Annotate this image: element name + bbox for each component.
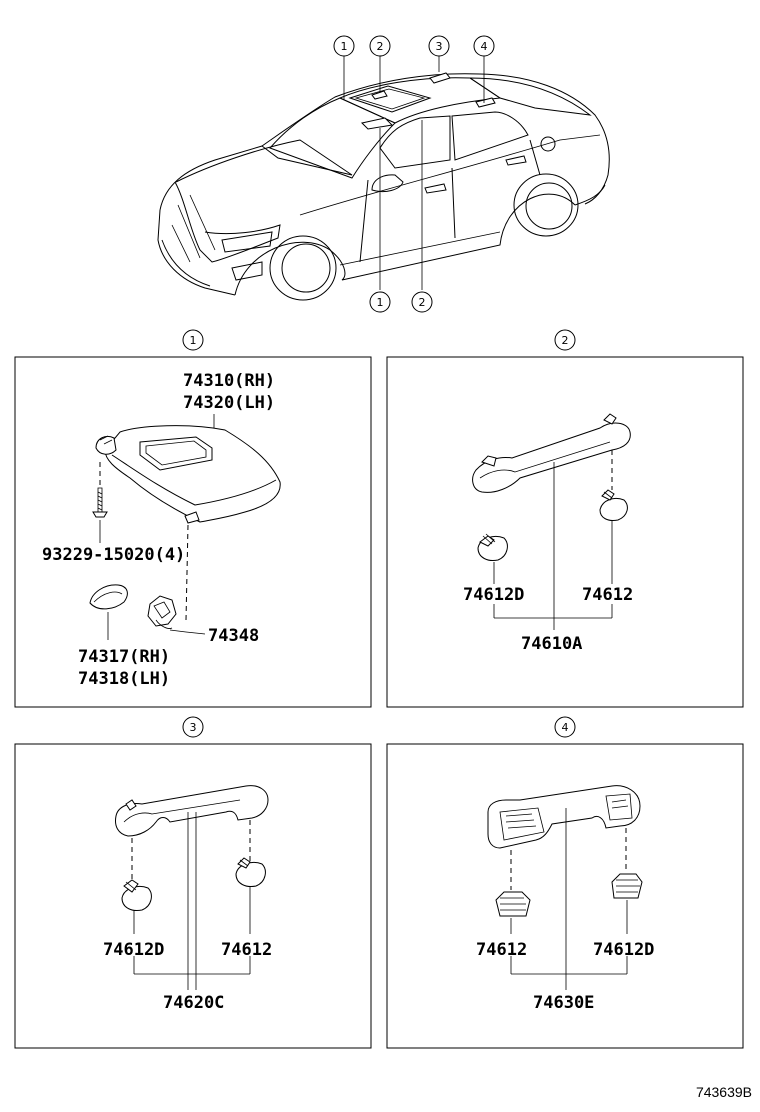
callout-4-top: 4 <box>473 35 495 57</box>
part-74612d: 74612D <box>593 940 654 960</box>
callout-2-top: 2 <box>369 35 391 57</box>
panel-3-marker <box>182 716 204 738</box>
callout-2-bottom: 2 <box>411 291 433 313</box>
clip-74612-drawing-3 <box>235 857 266 887</box>
callout-1-top: 1 <box>333 35 355 57</box>
part-74612: 74612 <box>476 940 527 960</box>
car-illustration <box>157 72 610 301</box>
part-74612: 74612 <box>221 940 272 960</box>
part-74320-lh: 74320(LH) <box>183 393 275 413</box>
panel-3: 3 74612D 74612 74620C <box>14 716 372 1049</box>
panel-2-marker <box>554 329 576 351</box>
clip-74612d-drawing <box>477 533 508 561</box>
visor-cover-drawing <box>89 584 128 610</box>
callout-3-top: 3 <box>428 35 450 57</box>
grip-74620c-drawing <box>115 785 269 837</box>
sun-visor-drawing <box>95 425 281 524</box>
panel-1-marker <box>182 329 204 351</box>
part-74612d: 74612D <box>103 940 164 960</box>
part-74310-rh: 74310(RH) <box>183 371 275 391</box>
panel-4-frame <box>386 743 744 1049</box>
part-93229-15020: 93229-15020(4) <box>42 545 185 565</box>
panel-1: 1 74310(RH) 74320(LH) 93229-15020(4) <box>14 329 372 708</box>
diagram-id: 743639B <box>696 1084 752 1100</box>
callout-1-label: 1 <box>341 40 348 53</box>
part-74612: 74612 <box>582 585 633 605</box>
panel-1-marker-label: 1 <box>190 334 197 347</box>
panel-4-marker <box>554 716 576 738</box>
grip-74610a-drawing <box>472 413 631 493</box>
callout-4-label: 4 <box>481 40 488 53</box>
panel-2: 2 74612D 74612 74610A <box>386 329 744 708</box>
panel-4: 4 74612 74612D 74630E <box>386 716 744 1049</box>
callout-2-label: 2 <box>377 40 384 53</box>
panel-2-marker-label: 2 <box>562 334 569 347</box>
part-74612d: 74612D <box>463 585 524 605</box>
part-74610a: 74610A <box>521 634 582 654</box>
panel-3-marker-label: 3 <box>190 721 197 734</box>
part-74620c: 74620C <box>163 993 224 1013</box>
screw-drawing <box>92 462 108 518</box>
visor-holder-drawing <box>147 595 177 629</box>
clip-74612-drawing <box>599 489 628 521</box>
part-74318-lh: 74318(LH) <box>78 669 170 689</box>
clip-74612-drawing-4 <box>495 891 531 917</box>
clip-74612d-drawing-3 <box>121 879 152 911</box>
callout-leaders <box>343 56 485 290</box>
callout-1-bottom: 1 <box>369 291 391 313</box>
part-74317-rh: 74317(RH) <box>78 647 170 667</box>
callout-1-bottom-label: 1 <box>377 296 384 309</box>
callout-3-label: 3 <box>436 40 443 53</box>
panel-3-frame <box>14 743 372 1049</box>
part-74348: 74348 <box>208 626 259 646</box>
part-74630e: 74630E <box>533 993 594 1013</box>
panel-4-marker-label: 4 <box>562 721 569 734</box>
clip-74612d-drawing-4 <box>611 873 643 899</box>
panel-2-frame <box>386 356 744 708</box>
grip-74630e-drawing <box>487 785 641 849</box>
callout-2-bottom-label: 2 <box>419 296 426 309</box>
panel-1-frame <box>14 356 372 708</box>
